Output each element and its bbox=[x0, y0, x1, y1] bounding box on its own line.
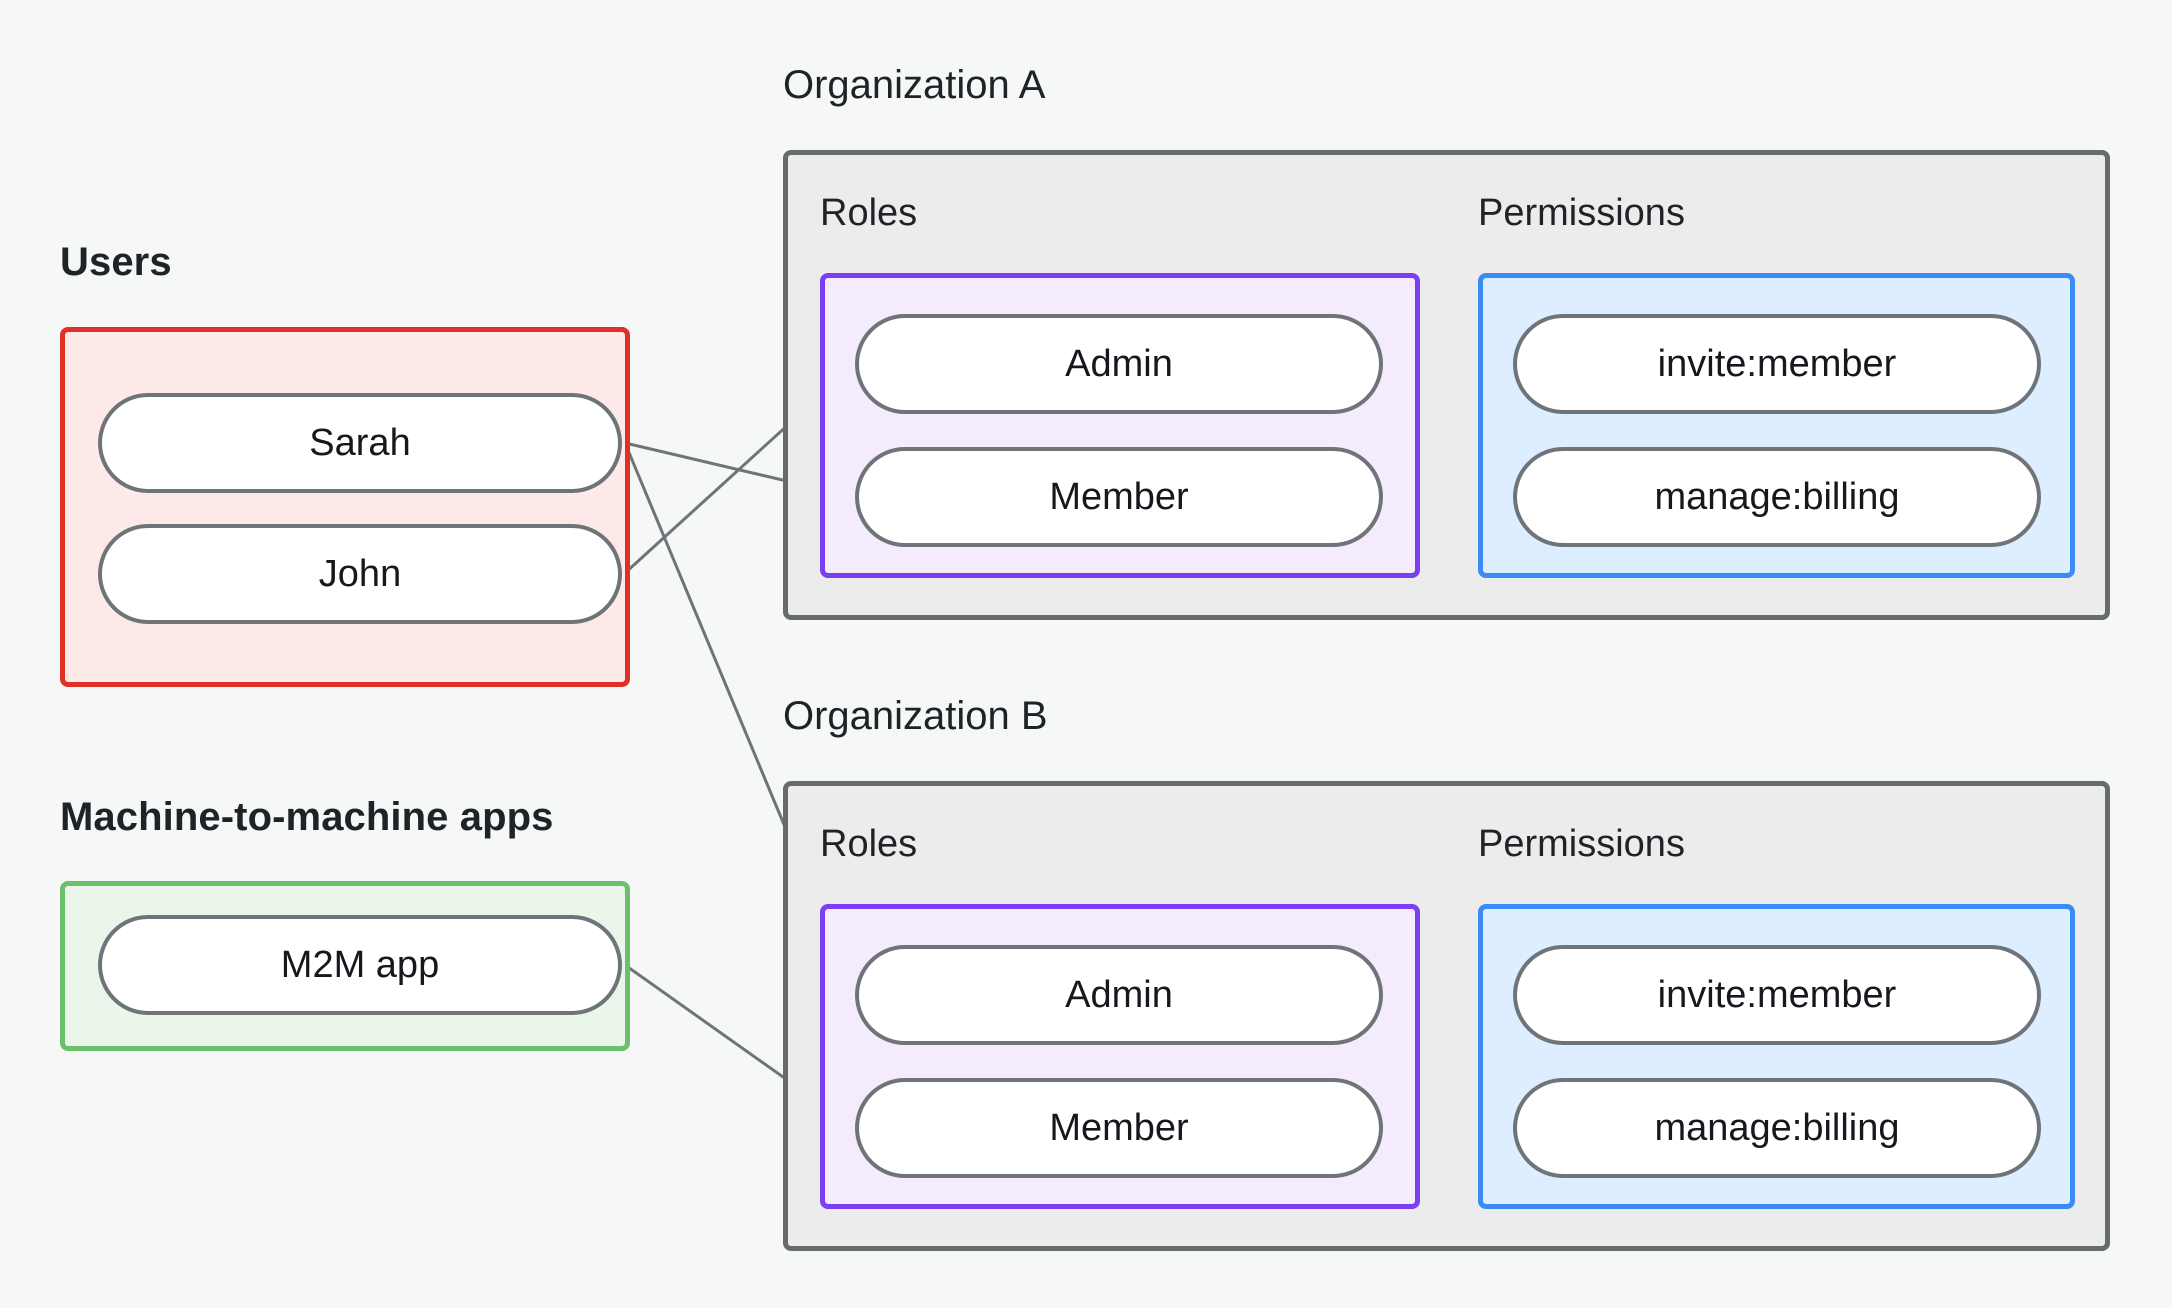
users-group-box bbox=[60, 327, 630, 687]
node-orgA-permission-manage-billing[interactable]: manage:billing bbox=[1513, 447, 2041, 547]
node-orgB-permission-invite-member[interactable]: invite:member bbox=[1513, 945, 2041, 1045]
users-group-title: Users bbox=[60, 240, 172, 284]
node-orgB-role-member[interactable]: Member bbox=[855, 1078, 1383, 1178]
node-user-sarah[interactable]: Sarah bbox=[98, 393, 622, 493]
organization-a-permissions-title: Permissions bbox=[1478, 192, 1685, 234]
organization-a-title: Organization A bbox=[783, 63, 1046, 107]
m2m-group-title: Machine-to-machine apps bbox=[60, 795, 554, 839]
node-orgB-role-admin[interactable]: Admin bbox=[855, 945, 1383, 1045]
organization-b-roles-title: Roles bbox=[820, 823, 918, 865]
node-orgB-permission-manage-billing[interactable]: manage:billing bbox=[1513, 1078, 2041, 1178]
organization-b-title: Organization B bbox=[783, 694, 1048, 738]
node-orgA-role-member[interactable]: Member bbox=[855, 447, 1383, 547]
organization-b-permissions-title: Permissions bbox=[1478, 823, 1685, 865]
node-orgA-role-admin[interactable]: Admin bbox=[855, 314, 1383, 414]
node-m2m-app[interactable]: M2M app bbox=[98, 915, 622, 1015]
node-orgA-permission-invite-member[interactable]: invite:member bbox=[1513, 314, 2041, 414]
organization-a-roles-title: Roles bbox=[820, 192, 918, 234]
node-user-john[interactable]: John bbox=[98, 524, 622, 624]
